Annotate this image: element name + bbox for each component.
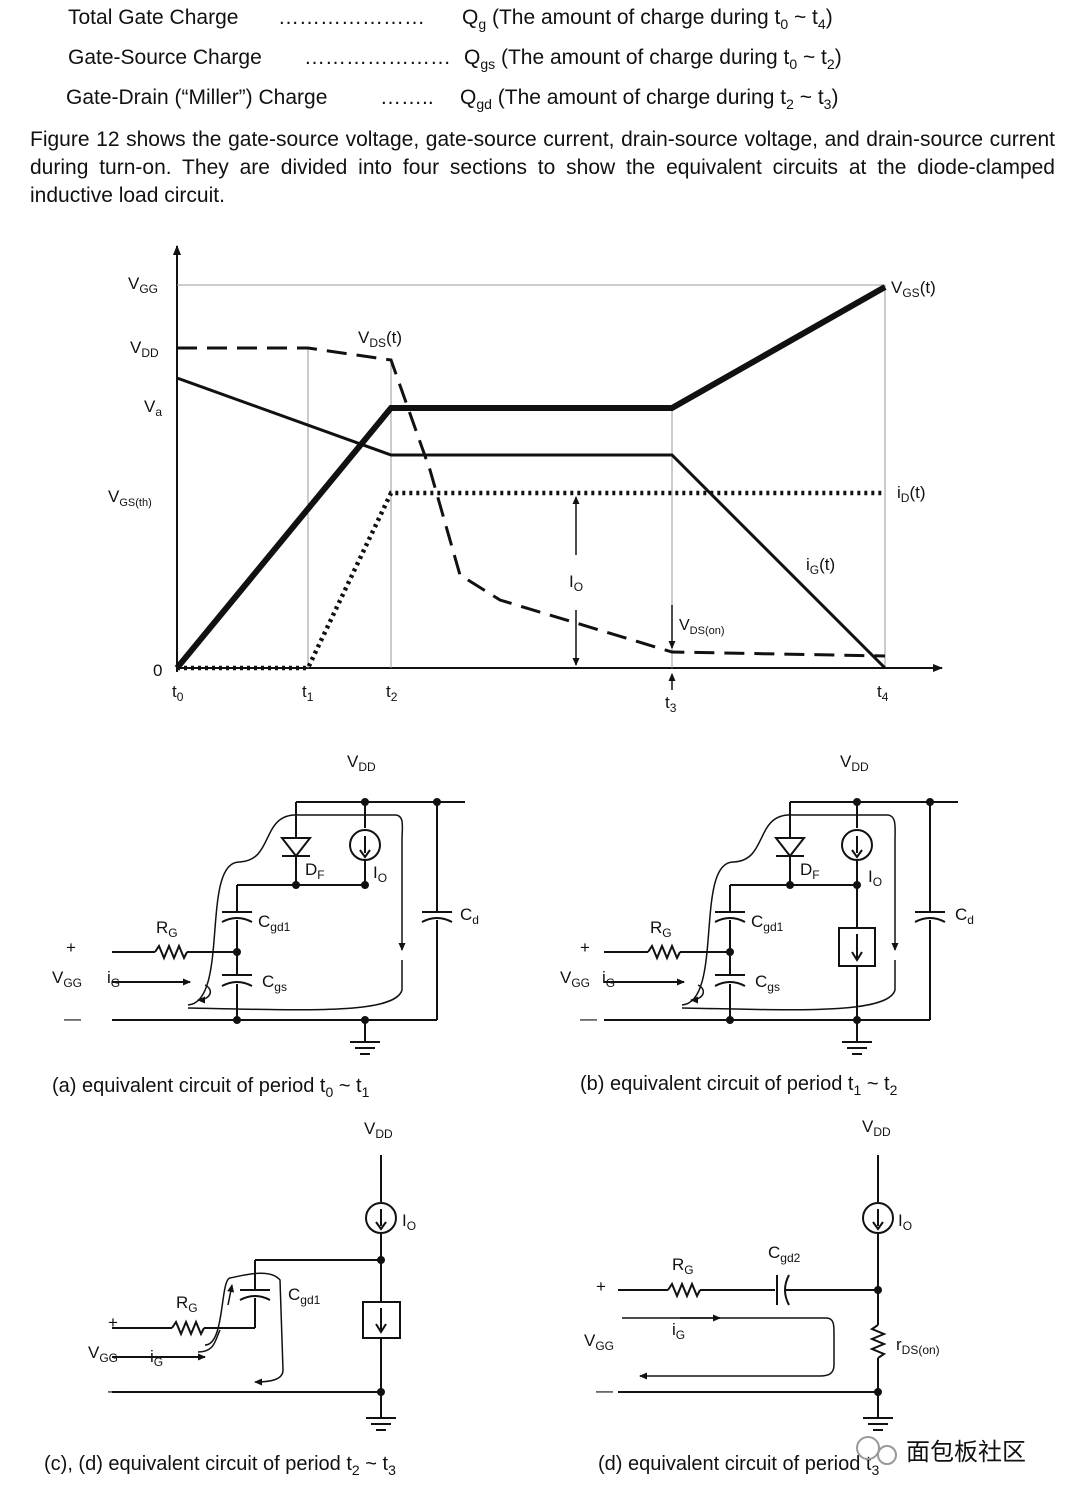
svg-text:VGG: VGG <box>52 968 82 990</box>
y-label-va: Va <box>144 397 162 419</box>
svg-text:Cgd1: Cgd1 <box>288 1285 321 1307</box>
charge-row-total: Total Gate Charge ………………… Qg (The amount… <box>0 2 1080 38</box>
svg-text:VGG: VGG <box>560 968 590 990</box>
id-curve <box>177 490 885 671</box>
svg-text:Cd: Cd <box>460 905 479 927</box>
circuit-c <box>112 1155 401 1431</box>
circuit-c-labels: VDD IO Cgd1 RG + VGG iG — (c), (d) equiv… <box>44 1119 416 1478</box>
circuit-d-labels: VDD IO Cgd2 RG rDS(on) + VGG iG — (d) eq… <box>584 1117 940 1478</box>
svg-text:—: — <box>64 1009 81 1028</box>
svg-text:—: — <box>580 1009 597 1028</box>
svg-text:RG: RG <box>176 1293 198 1315</box>
svg-text:Cgs: Cgs <box>262 972 287 994</box>
y-label-vdd: VDD <box>130 338 159 360</box>
circuit-b <box>604 798 958 1055</box>
svg-text:RG: RG <box>650 918 672 940</box>
charge-label: Gate-Source Charge <box>68 46 262 69</box>
svg-text:VDD: VDD <box>862 1117 891 1139</box>
svg-text:RG: RG <box>672 1255 694 1277</box>
charge-row-gate-source: Gate-Source Charge ………………… Qgs (The amou… <box>0 42 1080 78</box>
svg-text:VDD: VDD <box>347 752 376 774</box>
svg-text:DF: DF <box>305 860 325 882</box>
svg-text:VGG: VGG <box>584 1331 614 1353</box>
svg-text:+: + <box>66 938 76 957</box>
svg-text:Cd: Cd <box>955 905 974 927</box>
charge-dots: ………………… <box>278 6 425 29</box>
svg-text:(b) equivalent circuit of peri: (b) equivalent circuit of period t1 ~ t2 <box>580 1073 898 1098</box>
svg-text:面包板社区: 面包板社区 <box>906 1439 1026 1466</box>
charge-row-gate-drain: Gate-Drain (“Miller”) Charge …….. Qgd (T… <box>0 82 1080 118</box>
body-paragraph: Figure 12 shows the gate-source voltage,… <box>30 128 1055 207</box>
svg-text:iG: iG <box>602 968 615 990</box>
x-label-t3: t3 <box>665 693 677 715</box>
ig-curve <box>176 376 887 670</box>
svg-text:(a) equivalent circuit of peri: (a) equivalent circuit of period t0 ~ t1 <box>52 1075 370 1100</box>
charge-symbol: Qgd (The amount of charge during t2 ~ t3… <box>460 86 839 113</box>
svg-text:RG: RG <box>156 918 178 940</box>
svg-text:Cgd1: Cgd1 <box>751 912 784 934</box>
vgs-curve <box>174 284 887 670</box>
charge-symbol: Qg (The amount of charge during t0 ~ t4) <box>462 6 833 33</box>
svg-text:+: + <box>108 1313 118 1332</box>
svg-text:—: — <box>596 1381 613 1400</box>
charge-symbol: Qgs (The amount of charge during t0 ~ t2… <box>464 46 842 73</box>
charge-dots: ………………… <box>304 46 451 69</box>
svg-text:iG: iG <box>150 1347 163 1369</box>
svg-text:IO: IO <box>373 863 387 885</box>
io-label: IO <box>569 572 583 594</box>
x-label-t2: t2 <box>386 682 398 704</box>
charge-label: Gate-Drain (“Miller”) Charge <box>66 86 328 109</box>
vdson-label: VDS(on) <box>679 617 725 637</box>
waveform-plot: VGG VDD Va VGS(th) 0 t0 t1 t2 t3 t4 VGS(… <box>108 245 943 715</box>
x-label-t4: t4 <box>877 682 889 704</box>
svg-text:(c), (d) equivalent circuit of: (c), (d) equivalent circuit of period t2… <box>44 1453 396 1478</box>
charge-dots: …….. <box>380 86 434 109</box>
svg-text:+: + <box>580 938 590 957</box>
svg-text:Cgd1: Cgd1 <box>258 912 291 934</box>
svg-text:—: — <box>108 1381 125 1400</box>
svg-text:(d) equivalent circuit of peri: (d) equivalent circuit of period t3 <box>598 1453 879 1478</box>
svg-text:IO: IO <box>868 867 882 889</box>
svg-text:+: + <box>596 1277 606 1296</box>
svg-text:Cgd2: Cgd2 <box>768 1243 801 1265</box>
svg-text:rDS(on): rDS(on) <box>896 1335 940 1357</box>
svg-text:IO: IO <box>402 1211 416 1233</box>
x-label-t1: t1 <box>302 682 314 704</box>
vds-label: VDS(t) <box>358 328 402 350</box>
svg-text:VGG: VGG <box>88 1343 118 1365</box>
svg-text:Cgs: Cgs <box>755 972 780 994</box>
y-label-zero: 0 <box>153 661 162 680</box>
svg-text:IO: IO <box>898 1211 912 1233</box>
circuit-a-labels: VDD DF IO Cgd1 Cgs Cd RG + VGG iG — (a) … <box>52 752 479 1100</box>
svg-text:DF: DF <box>800 860 820 882</box>
vgs-label: VGS(t) <box>891 278 936 300</box>
svg-text:VDD: VDD <box>364 1119 393 1141</box>
circuit-a <box>112 798 465 1055</box>
charge-label: Total Gate Charge <box>68 6 239 29</box>
circuit-d <box>618 1155 894 1431</box>
svg-text:iG: iG <box>672 1320 685 1342</box>
ig-label: iG(t) <box>806 555 835 577</box>
y-label-vgsth: VGS(th) <box>108 487 152 509</box>
watermark: 面包板社区 <box>856 1436 1026 1466</box>
vds-curve <box>177 346 886 658</box>
id-label: iD(t) <box>897 483 926 505</box>
y-label-vgg: VGG <box>128 274 158 296</box>
svg-text:VDD: VDD <box>840 752 869 774</box>
circuit-b-labels: VDD DF IO Cgd1 Cgs Cd RG + VGG iG — (b) … <box>560 752 974 1098</box>
svg-text:iG: iG <box>107 968 120 990</box>
x-label-t0: t0 <box>172 682 184 704</box>
